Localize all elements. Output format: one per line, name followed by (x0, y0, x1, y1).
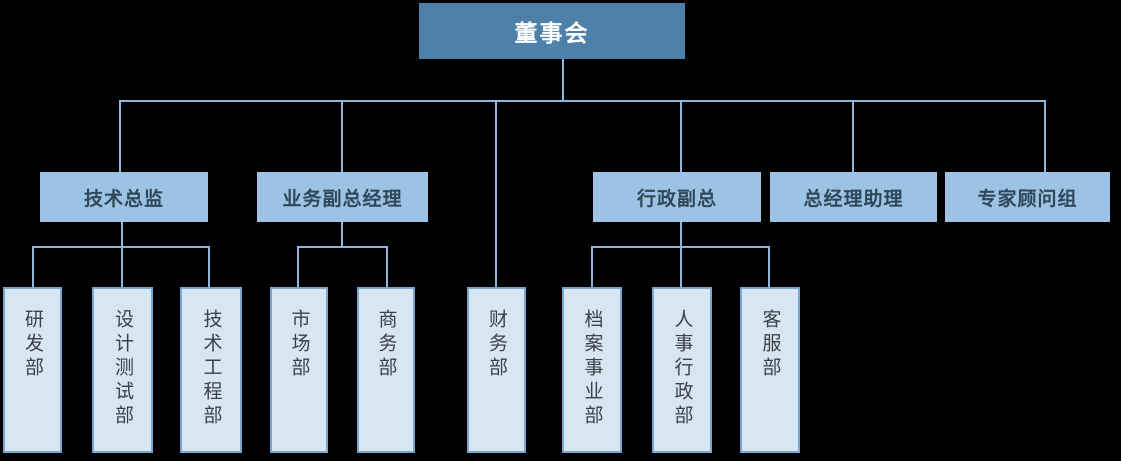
node-commerce-dept: 商务部 (357, 287, 415, 453)
node-board-label: 董事会 (514, 20, 590, 46)
node-gm-assistant: 总经理助理 (770, 172, 937, 222)
node-customer-service-dept-label: 客服部 (759, 309, 781, 381)
node-design-testing-dept-label: 设计测试部 (112, 309, 133, 429)
connector-drop-commerce-dept (386, 246, 388, 287)
node-rd-dept: 研发部 (3, 287, 62, 453)
node-expert-advisory: 专家顾问组 (945, 172, 1110, 222)
node-expert-advisory-label: 专家顾问组 (977, 188, 1078, 210)
node-hr-admin-dept: 人事行政部 (652, 287, 712, 453)
connector-drop-tech-engineering-dept (208, 246, 210, 287)
connector-drop-finance-dept (495, 100, 497, 287)
node-rd-dept-label: 研发部 (22, 309, 43, 381)
node-archives-dept: 档案事业部 (562, 287, 622, 453)
connector-business-horizontal (297, 246, 388, 248)
node-marketing-dept: 市场部 (270, 287, 328, 453)
node-admin-deputy-label: 行政副总 (636, 188, 717, 210)
node-design-testing-dept: 设计测试部 (92, 287, 153, 453)
node-tech-engineering-dept: 技术工程部 (180, 287, 242, 453)
node-admin-deputy: 行政副总 (593, 172, 761, 222)
node-customer-service-dept: 客服部 (740, 287, 800, 453)
connector-drop-business-deputy (341, 100, 343, 172)
node-finance-dept-label: 财务部 (486, 309, 507, 381)
connector-drop-archives-dept (591, 246, 593, 287)
node-commerce-dept-label: 商务部 (375, 309, 397, 381)
node-business-deputy-gm: 业务副总经理 (257, 172, 428, 222)
connector-drop-marketing-dept (297, 246, 299, 287)
node-tech-director-label: 技术总监 (83, 188, 164, 210)
connector-tech-stem (121, 222, 123, 248)
node-finance-dept: 财务部 (467, 287, 526, 453)
node-business-deputy-gm-label: 业务副总经理 (282, 188, 403, 210)
node-tech-engineering-dept-label: 技术工程部 (200, 309, 222, 429)
connector-root-drop (562, 59, 564, 102)
node-tech-director: 技术总监 (40, 172, 208, 222)
connector-business-stem (341, 222, 343, 248)
node-archives-dept-label: 档案事业部 (581, 309, 603, 429)
node-board: 董事会 (419, 3, 685, 59)
connector-drop-tech-director (119, 100, 121, 172)
connector-drop-gm-assistant (852, 100, 854, 172)
connector-main-horizontal (119, 100, 1046, 102)
connector-drop-customer-service-dept (768, 246, 770, 287)
node-hr-admin-dept-label: 人事行政部 (671, 309, 693, 429)
connector-drop-hr-admin-dept (680, 246, 682, 287)
connector-drop-design-testing-dept (121, 246, 123, 287)
connector-drop-admin-deputy (680, 100, 682, 172)
node-marketing-dept-label: 市场部 (288, 309, 310, 381)
connector-drop-expert-advisory (1044, 100, 1046, 172)
connector-drop-rd-dept (32, 246, 34, 287)
node-gm-assistant-label: 总经理助理 (803, 188, 904, 210)
connector-admin-stem (680, 222, 682, 248)
